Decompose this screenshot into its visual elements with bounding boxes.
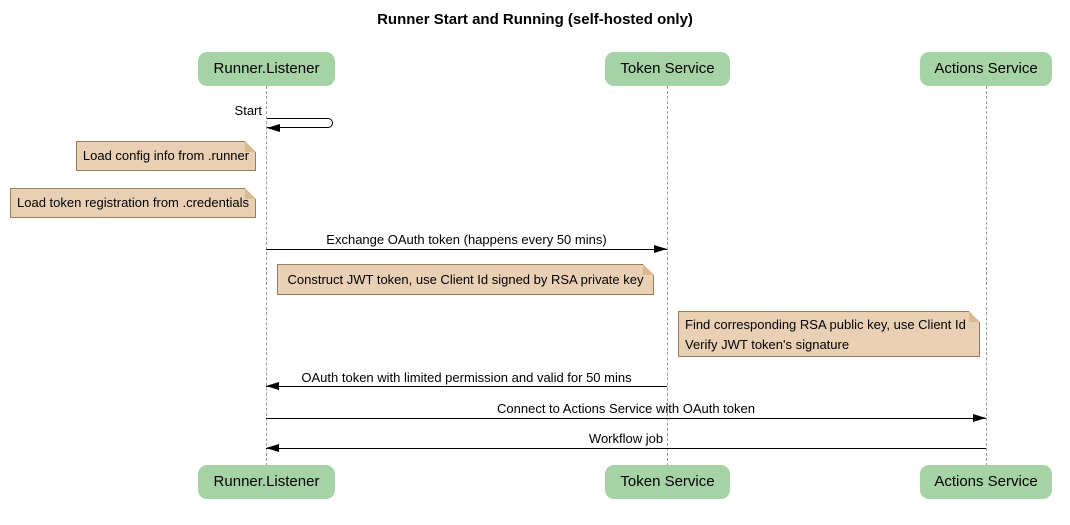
- message-label-oauth-token-returned: OAuth token with limited permission and …: [301, 370, 632, 385]
- arrowhead-left-icon: [267, 124, 280, 132]
- participant-bottom-runner-listener: Runner.Listener: [198, 465, 335, 499]
- arrowhead-left-icon: [266, 444, 279, 452]
- diagram-title: Runner Start and Running (self-hosted on…: [377, 11, 693, 28]
- message-label-connect-actions: Connect to Actions Service with OAuth to…: [497, 401, 755, 416]
- arrowhead-right-icon: [654, 245, 667, 253]
- participant-top-actions-service: Actions Service: [920, 52, 1052, 86]
- arrowhead-right-icon: [973, 414, 986, 422]
- participant-bottom-actions-service: Actions Service: [920, 465, 1052, 499]
- note-verify-jwt-line-1: Find corresponding RSA public key, use C…: [685, 317, 966, 332]
- message-label-exchange-oauth: Exchange OAuth token (happens every 50 m…: [326, 232, 607, 247]
- participant-bottom-token-service: Token Service: [605, 465, 730, 499]
- message-line-exchange-oauth: [266, 249, 667, 250]
- lifeline-token-service: [667, 86, 668, 466]
- note-construct-jwt: Construct JWT token, use Client Id signe…: [277, 264, 654, 295]
- message-label-start: Start: [234, 103, 262, 118]
- lifeline-runner-listener: [266, 86, 267, 466]
- lifeline-actions-service: [986, 86, 987, 466]
- arrowhead-left-icon: [266, 382, 279, 390]
- message-label-workflow-job: Workflow job: [588, 431, 664, 446]
- participant-top-token-service: Token Service: [605, 52, 730, 86]
- note-verify-jwt: Find corresponding RSA public key, use C…: [678, 311, 980, 357]
- note-verify-jwt-line-2: Verify JWT token's signature: [685, 337, 850, 352]
- note-load-config: Load config info from .runner: [76, 141, 256, 171]
- message-line-workflow-job: [266, 448, 986, 449]
- message-line-connect-actions: [266, 418, 986, 419]
- message-line-oauth-token-returned: [266, 386, 667, 387]
- note-load-token-registration: Load token registration from .credential…: [10, 188, 256, 218]
- participant-top-runner-listener: Runner.Listener: [198, 52, 335, 86]
- self-message-loop: [267, 118, 333, 128]
